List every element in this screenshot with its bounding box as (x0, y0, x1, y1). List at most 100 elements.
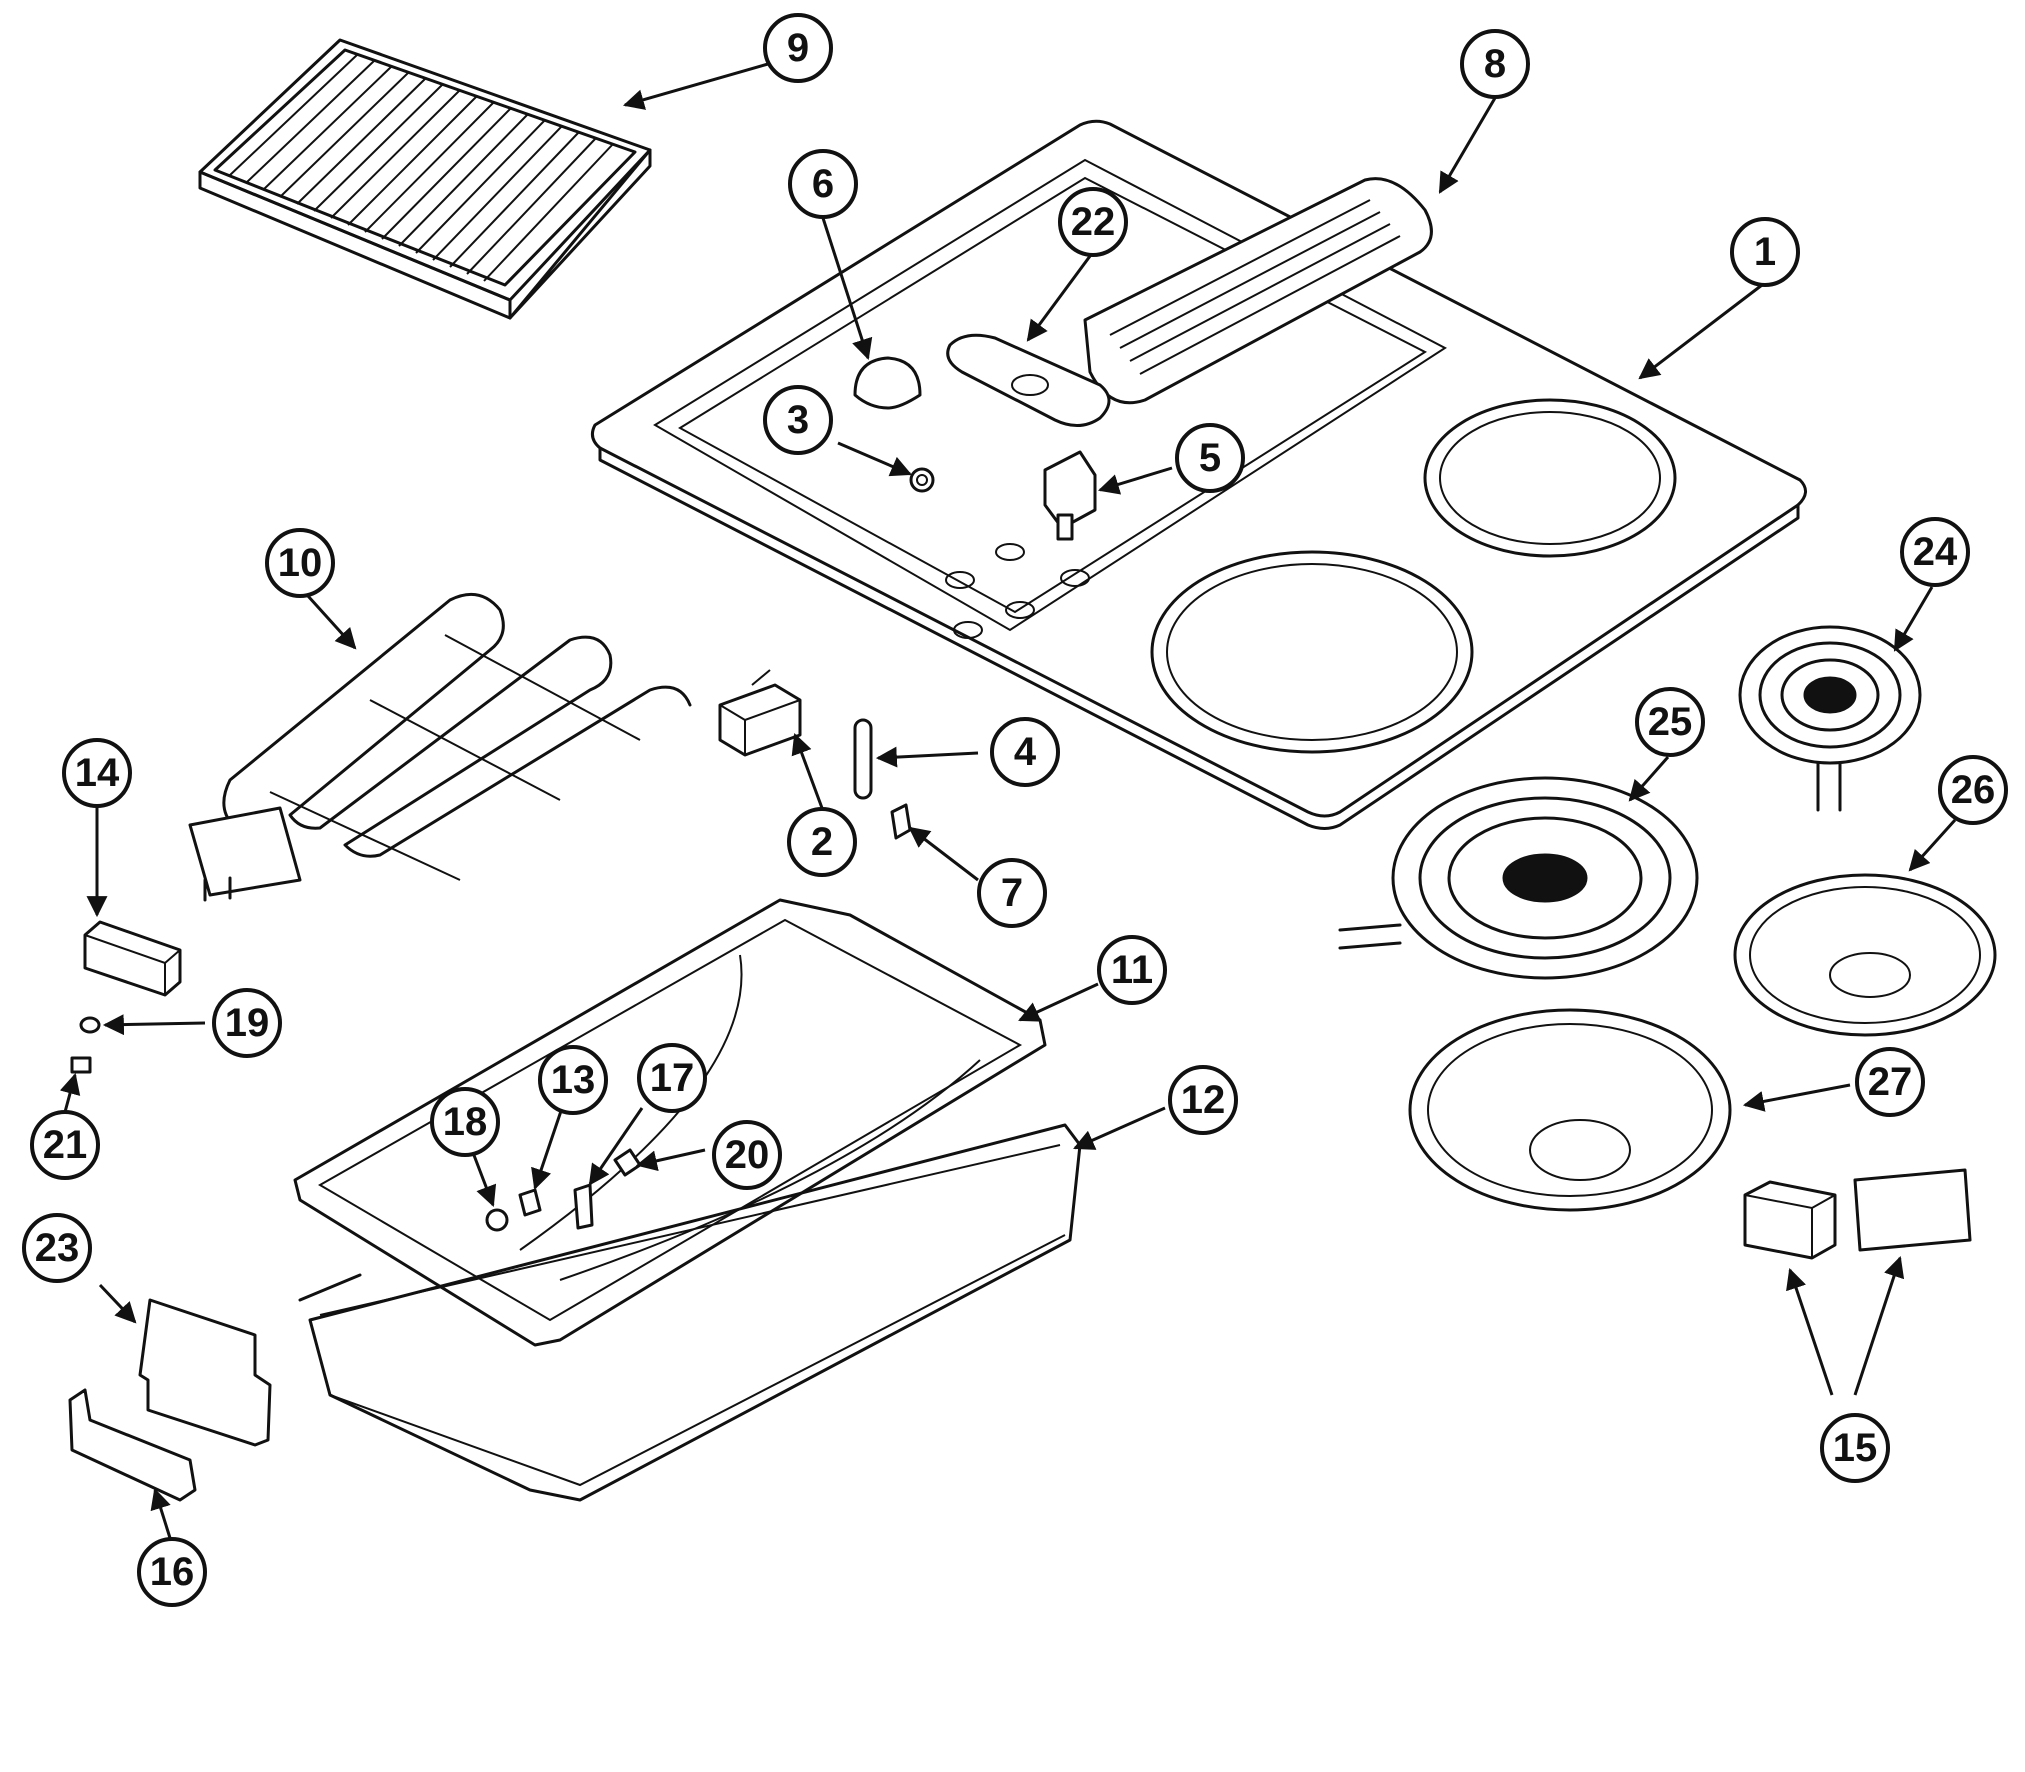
svg-text:26: 26 (1951, 768, 1996, 812)
callout-1: 1 (1730, 217, 1800, 287)
callout-26: 26 (1938, 755, 2008, 825)
outer-tray-part (298, 1123, 1082, 1502)
callout-18: 18 (430, 1087, 500, 1157)
callout-13: 13 (538, 1045, 608, 1115)
leader-25 (1628, 756, 1670, 802)
small-coil-element-part (1738, 625, 1922, 812)
heating-element-part (188, 592, 692, 902)
svg-text:13: 13 (551, 1058, 596, 1102)
svg-text:12: 12 (1181, 1078, 1226, 1122)
leader-2 (791, 733, 824, 809)
svg-text:23: 23 (35, 1226, 80, 1270)
svg-text:21: 21 (43, 1123, 88, 1167)
leader-3 (837, 441, 912, 477)
svg-text:4: 4 (1014, 730, 1037, 774)
callout-21: 21 (30, 1110, 100, 1180)
leader-17 (588, 1107, 644, 1186)
leader-22 (1026, 251, 1095, 342)
leader-27 (1742, 1083, 1851, 1112)
bushing-part (79, 1016, 101, 1034)
leader-15a (1786, 1268, 1834, 1396)
svg-text:24: 24 (1913, 530, 1958, 574)
callout-8: 8 (1460, 29, 1530, 99)
relay-part (718, 669, 802, 757)
callout-5: 5 (1175, 423, 1245, 493)
leader-21 (59, 1072, 81, 1113)
switch-part (1043, 450, 1097, 541)
svg-text:11: 11 (1111, 948, 1153, 992)
grill-grate-part (198, 38, 652, 320)
callout-14: 14 (62, 738, 132, 808)
svg-text:8: 8 (1484, 42, 1506, 86)
grommet-part (909, 467, 935, 493)
svg-text:9: 9 (787, 26, 809, 70)
leader-18 (470, 1149, 497, 1207)
svg-text:22: 22 (1071, 200, 1116, 244)
callout-6: 6 (788, 149, 858, 219)
svg-text:25: 25 (1648, 700, 1693, 744)
svg-text:15: 15 (1833, 1426, 1878, 1470)
callout-2: 2 (787, 807, 857, 877)
callout-24: 24 (1900, 517, 1970, 587)
callout-16: 16 (137, 1537, 207, 1607)
leader-6 (821, 217, 873, 360)
small-drip-bowl-part (1733, 873, 1997, 1037)
leader-15b (1853, 1256, 1905, 1396)
svg-text:19: 19 (225, 1001, 270, 1045)
callout-25: 25 (1635, 687, 1705, 757)
leader-26 (1908, 818, 1957, 872)
leader-23 (98, 1283, 137, 1324)
leader-13 (531, 1107, 564, 1190)
kit-parts (1743, 1168, 1972, 1260)
svg-text:14: 14 (75, 751, 120, 795)
callout-4: 4 (990, 717, 1060, 787)
svg-text:6: 6 (812, 162, 834, 206)
leader-10 (306, 594, 357, 650)
callout-15: 15 (1820, 1413, 1890, 1483)
leader-20 (635, 1148, 706, 1172)
callout-11: 11 (1097, 935, 1167, 1005)
callout-12: 12 (1168, 1065, 1238, 1135)
svg-text:27: 27 (1868, 1060, 1913, 1104)
callout-17: 17 (637, 1043, 707, 1113)
leader-8 (1438, 97, 1497, 194)
leader-1 (1638, 283, 1763, 380)
svg-text:16: 16 (150, 1550, 195, 1594)
callout-20: 20 (712, 1120, 782, 1190)
leader-11 (1018, 982, 1099, 1022)
terminal-block-part (83, 920, 182, 997)
callout-10: 10 (265, 528, 335, 598)
svg-text:1: 1 (1754, 230, 1776, 274)
inner-pan-part (293, 898, 1047, 1347)
callout-22: 22 (1058, 187, 1128, 257)
callout-3: 3 (763, 385, 833, 455)
small-block-part (70, 1056, 92, 1074)
callout-19: 19 (212, 988, 282, 1058)
leader-5 (1097, 466, 1173, 495)
svg-text:10: 10 (278, 541, 323, 585)
svg-text:5: 5 (1199, 436, 1221, 480)
leader-9 (622, 62, 769, 110)
leader-24 (1893, 586, 1934, 652)
svg-text:2: 2 (811, 820, 833, 864)
callout-7: 7 (977, 858, 1047, 928)
leader-12 (1073, 1106, 1166, 1150)
svg-text:20: 20 (725, 1133, 770, 1177)
leader-4 (875, 746, 979, 768)
cap-part (853, 356, 922, 410)
switch-plate-part (946, 333, 1111, 427)
tube-part (853, 718, 873, 800)
callouts: 9 8 1 6 22 3 5 10 4 2 7 14 19 21 11 12 1… (22, 13, 2008, 1607)
large-coil-element-part (1338, 776, 1699, 980)
insulation-panel-part (138, 1298, 272, 1447)
svg-text:17: 17 (650, 1056, 695, 1100)
leader-19 (102, 1014, 206, 1036)
svg-text:3: 3 (787, 398, 809, 442)
leader-7 (908, 826, 979, 882)
leader-16 (150, 1487, 172, 1539)
bracket-part (68, 1388, 197, 1502)
callout-9: 9 (763, 13, 833, 83)
clip-part (890, 803, 912, 840)
large-drip-bowl-part (1408, 1008, 1732, 1212)
